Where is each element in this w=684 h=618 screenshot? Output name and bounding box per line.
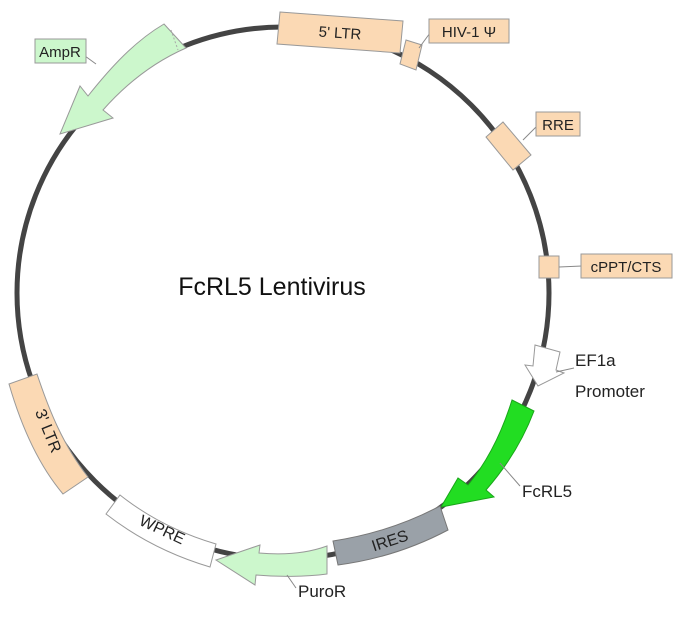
- feature-ef1a-label-line2: Promoter: [575, 382, 645, 401]
- feature-5-ltr[interactable]: 5' LTR: [276, 11, 404, 54]
- feature-puror-label: PuroR: [298, 582, 346, 601]
- feature-hiv1-psi-label-box: [428, 18, 510, 44]
- feature-puror[interactable]: PuroR: [214, 544, 346, 601]
- feature-fcrl5[interactable]: FcRL5: [440, 399, 572, 508]
- feature-ampr-label-box: [34, 38, 87, 64]
- feature-hiv1-psi-label: HIV-1 Ψ: [442, 24, 496, 41]
- feature-ampr-label: AmpR: [39, 44, 81, 61]
- feature-ires[interactable]: IRES: [332, 505, 449, 566]
- feature-cppt-cts-label-box: [580, 253, 673, 279]
- feature-rre-label: RRE: [542, 117, 574, 134]
- feature-5-ltr-label: 5' LTR: [318, 24, 362, 44]
- plasmid-title: FcRL5 Lentivirus: [178, 273, 366, 301]
- feature-cppt-cts[interactable]: cPPT/CTS: [538, 253, 673, 279]
- feature-cppt-cts-label: cPPT/CTS: [591, 259, 662, 276]
- feature-ampr[interactable]: AmpR: [34, 23, 187, 135]
- feature-wpre[interactable]: WPRE: [105, 494, 217, 568]
- feature-rre[interactable]: RRE: [485, 111, 581, 171]
- feature-hiv1-psi[interactable]: HIV-1 Ψ: [399, 18, 510, 71]
- feature-ef1a-promoter[interactable]: EF1a Promoter: [524, 344, 645, 401]
- feature-fcrl5-label: FcRL5: [522, 482, 572, 501]
- feature-rre-label-box: [535, 111, 581, 137]
- feature-3-ltr[interactable]: 3' LTR: [8, 373, 89, 495]
- feature-ef1a-label-line1: EF1a: [575, 351, 616, 370]
